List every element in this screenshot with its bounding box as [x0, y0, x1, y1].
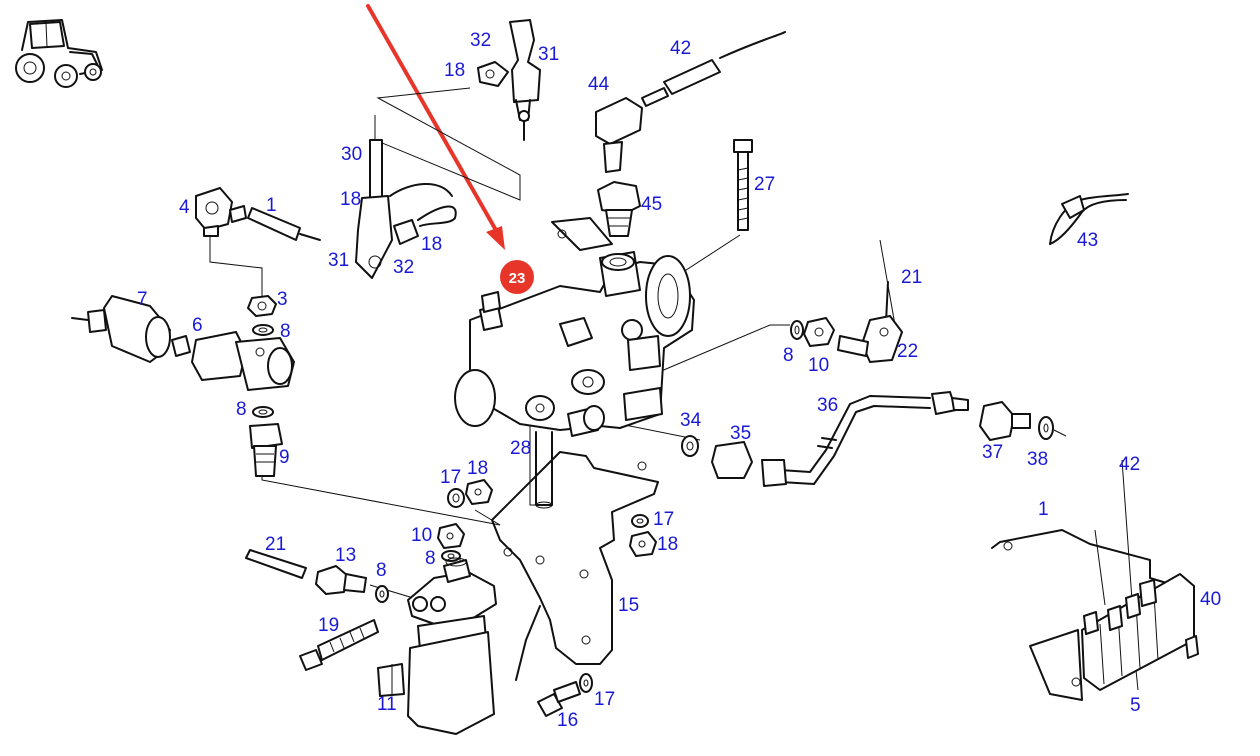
part-label-9: 9: [279, 447, 290, 468]
pressure-sensor-31-top: [509, 19, 541, 141]
part-label-42: 42: [1119, 454, 1140, 475]
fitting-6: [191, 331, 295, 391]
part-label-31: 31: [538, 44, 559, 65]
part-label-27: 27: [754, 174, 775, 195]
solenoid-valve-11: [377, 557, 497, 735]
part-label-34: 34: [680, 410, 702, 431]
part-label-32: 32: [393, 257, 414, 278]
part-label-7: 7: [137, 289, 148, 310]
part-label-8: 8: [783, 345, 794, 366]
part-label-18: 18: [444, 60, 465, 81]
union-9: [249, 423, 283, 477]
pressure-switch-45: [597, 181, 641, 237]
part-label-18: 18: [657, 534, 678, 555]
part-label-45: 45: [641, 194, 662, 215]
part-label-18: 18: [467, 458, 488, 479]
part-label-17: 17: [594, 689, 615, 710]
part-labels: 32 31 18 42 44 30 18 45 27 4 1 18 31 32 …: [137, 30, 1221, 731]
union-35: [711, 441, 787, 487]
part-label-10: 10: [808, 355, 829, 376]
part-label-18: 18: [340, 189, 361, 210]
pipe-36: [779, 395, 931, 485]
part-label-37: 37: [982, 442, 1003, 463]
part-label-21: 21: [265, 534, 286, 555]
part-label-8: 8: [280, 321, 291, 342]
part-23-badge-label: 23: [509, 270, 526, 287]
part-label-15: 15: [618, 595, 639, 616]
washer-38: [1038, 416, 1067, 440]
part-label-1: 1: [1038, 499, 1049, 520]
nut-10-right: [803, 317, 835, 347]
part-label-30: 30: [341, 144, 362, 165]
solenoid-7: [71, 295, 191, 363]
part-label-16: 16: [557, 710, 578, 731]
washer-8-left-bottom: [252, 406, 274, 418]
tee-fitting-4: [195, 187, 247, 237]
part-label-5: 5: [1130, 695, 1141, 716]
valve-body-23: [454, 217, 695, 437]
manifold-40: [1081, 573, 1199, 691]
part-label-11: 11: [377, 694, 397, 715]
part-label-3: 3: [277, 289, 288, 310]
nut-10-lower: [437, 523, 465, 549]
pipe-30: [355, 139, 457, 279]
part-label-43: 43: [1077, 230, 1098, 251]
part-label-32: 32: [470, 30, 491, 51]
bracket-15: [491, 431, 659, 681]
adaptor-13: [315, 565, 367, 595]
connector-44: [595, 97, 643, 173]
cable-tie-43: [1049, 193, 1129, 245]
part-label-21: 21: [901, 267, 922, 288]
pipe-21-top: [861, 281, 903, 363]
part-label-18: 18: [421, 234, 442, 255]
part-label-17: 17: [653, 509, 674, 530]
part-label-8: 8: [425, 548, 436, 569]
pipe-21-lower: [245, 549, 307, 579]
part-label-31: 31: [328, 250, 349, 271]
nut-37: [979, 401, 1031, 441]
washer-8-left-top: [252, 324, 274, 336]
part-label-8: 8: [236, 399, 247, 420]
part-label-19: 19: [318, 615, 339, 636]
washer-8-right: [790, 320, 804, 340]
part-label-40: 40: [1200, 589, 1221, 610]
washer-17-upper: [447, 488, 465, 508]
part-label-8: 8: [376, 560, 387, 581]
part-label-42: 42: [670, 38, 691, 59]
banjo-bolt-18-top: [477, 61, 509, 87]
part-label-4: 4: [179, 197, 190, 218]
part-label-10: 10: [411, 525, 432, 546]
part-label-35: 35: [730, 423, 751, 444]
pipe-1-top: [247, 207, 321, 241]
washer-8-lower: [441, 550, 461, 562]
highlight-arrow: [366, 4, 505, 250]
washer-8-adaptor: [375, 585, 389, 603]
tractor-icon: [15, 19, 103, 88]
elbow-22: [837, 335, 869, 357]
part-label-22: 22: [897, 341, 918, 362]
nut-18-right: [629, 531, 657, 557]
part-label-6: 6: [192, 315, 203, 336]
part-label-17: 17: [440, 467, 461, 488]
cable-42-top: [641, 31, 786, 107]
washer-17-lower: [579, 673, 593, 693]
leader-lines: [209, 87, 1139, 691]
washer-17-right: [631, 514, 649, 528]
bolt-19: [299, 619, 379, 671]
washer-34: [681, 435, 699, 457]
part-label-44: 44: [588, 74, 610, 95]
part-label-36: 36: [817, 395, 838, 416]
bolt-27: [733, 139, 753, 231]
nut-3: [247, 295, 277, 317]
part-label-38: 38: [1027, 449, 1048, 470]
part-label-13: 13: [335, 545, 356, 566]
part-label-1: 1: [266, 195, 277, 216]
fitting-end-36: [931, 391, 969, 415]
part-label-28: 28: [510, 438, 531, 459]
nut-18-upper: [465, 479, 493, 505]
bolt-16: [537, 681, 581, 717]
part-23-highlight-badge[interactable]: 23: [500, 260, 534, 294]
